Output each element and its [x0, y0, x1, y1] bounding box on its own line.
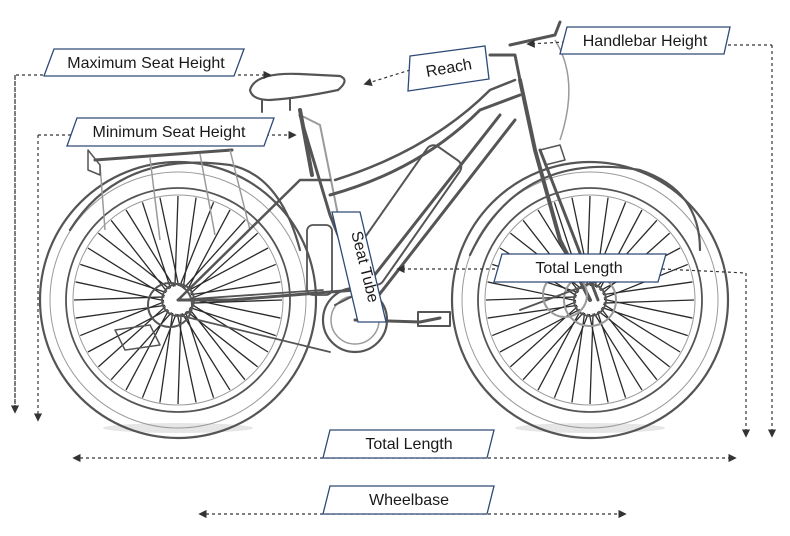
spoke: [602, 281, 693, 296]
spoke: [177, 313, 182, 405]
controller-box: [306, 224, 333, 296]
total-length-upper-text: Total Length: [535, 260, 622, 277]
spoke: [187, 247, 269, 292]
spoke: [110, 311, 173, 381]
label-handlebar-height: Handlebar Height: [559, 26, 731, 55]
spoke: [191, 298, 281, 319]
pedal: [417, 311, 451, 327]
total-length-lower-text: Total Length: [365, 436, 452, 453]
spoke: [87, 247, 165, 297]
spoke: [603, 298, 693, 319]
rear-rack: [93, 148, 234, 162]
spoke: [141, 202, 172, 289]
rear-light: [87, 149, 101, 176]
min-seat-height-text: Minimum Seat Height: [93, 124, 247, 141]
spoke: [179, 202, 215, 287]
headlight: [539, 144, 566, 166]
handlebar-height-text: Handlebar Height: [583, 33, 708, 50]
rear-fender: [68, 161, 302, 252]
label-total-length-upper: Total Length: [493, 253, 667, 283]
spoke: [174, 195, 179, 287]
max-seat-height-text: Maximum Seat Height: [67, 55, 225, 72]
handlebar: [508, 20, 562, 47]
label-total-length-lower: Total Length: [322, 429, 495, 459]
chain: [177, 289, 331, 353]
spoke: [553, 313, 589, 398]
spoke: [87, 308, 169, 353]
spoke: [487, 304, 578, 319]
reach-line: [363, 69, 411, 87]
spoke: [600, 308, 658, 381]
spoke: [190, 281, 281, 296]
spoke: [183, 219, 246, 289]
wheelbase-text: Wheelbase: [369, 492, 449, 509]
stem: [488, 53, 522, 82]
label-max-seat-height: Maximum Seat Height: [43, 48, 245, 77]
spoke: [184, 311, 215, 398]
seatpost: [298, 108, 314, 177]
front-fender: [468, 165, 702, 257]
spoke: [487, 281, 577, 302]
label-wheelbase: Wheelbase: [322, 485, 495, 515]
label-min-seat-height: Minimum Seat Height: [66, 117, 275, 147]
spoke: [75, 304, 166, 319]
spoke: [596, 311, 627, 398]
front-brake-disc-line: [519, 279, 601, 311]
spoke: [603, 303, 681, 353]
label-seat-tube: Seat Tube: [331, 211, 387, 323]
saddle: [248, 72, 346, 102]
label-reach: Reach: [407, 45, 490, 92]
spoke: [110, 219, 168, 292]
bicycle-illustration: [38, 20, 730, 440]
spoke: [522, 311, 585, 381]
rear-cassette: [147, 282, 193, 328]
spoke: [589, 313, 594, 405]
